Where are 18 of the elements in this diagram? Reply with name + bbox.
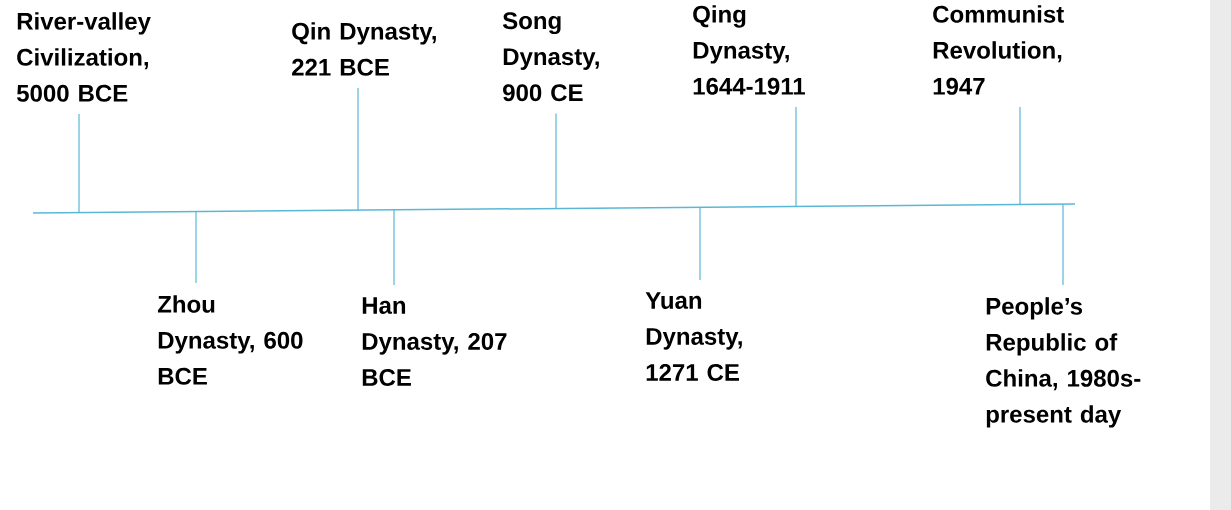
- event-label: Qing Dynasty, 1644-1911: [693, 5, 805, 95]
- tick-line: [555, 112, 557, 210]
- event-label: People’s Republic of China, 1980s-present day: [986, 297, 1141, 428]
- event-label: River-valley Civilization, 5000 BCE: [16, 12, 151, 102]
- event-label: Communist Revolution, 1947: [933, 5, 1064, 95]
- tick-line: [393, 209, 395, 286]
- event-label: Qin Dynasty, 221 BCE: [292, 22, 436, 76]
- event-label: Han Dynasty, 207 BCE: [362, 297, 507, 386]
- tick-line: [795, 106, 797, 207]
- event-label: Song Dynasty, 900 CE: [502, 12, 599, 102]
- tick-line: [1019, 106, 1021, 206]
- tick-line: [195, 211, 197, 284]
- event-label: Zhou Dynasty, 600 BCE: [157, 295, 303, 385]
- tick-line: [699, 206, 701, 281]
- tick-line: [357, 87, 359, 211]
- tick-line: [1062, 203, 1064, 286]
- event-label: Yuan Dynasty, 1271 CE: [645, 292, 742, 381]
- tick-line: [78, 113, 80, 214]
